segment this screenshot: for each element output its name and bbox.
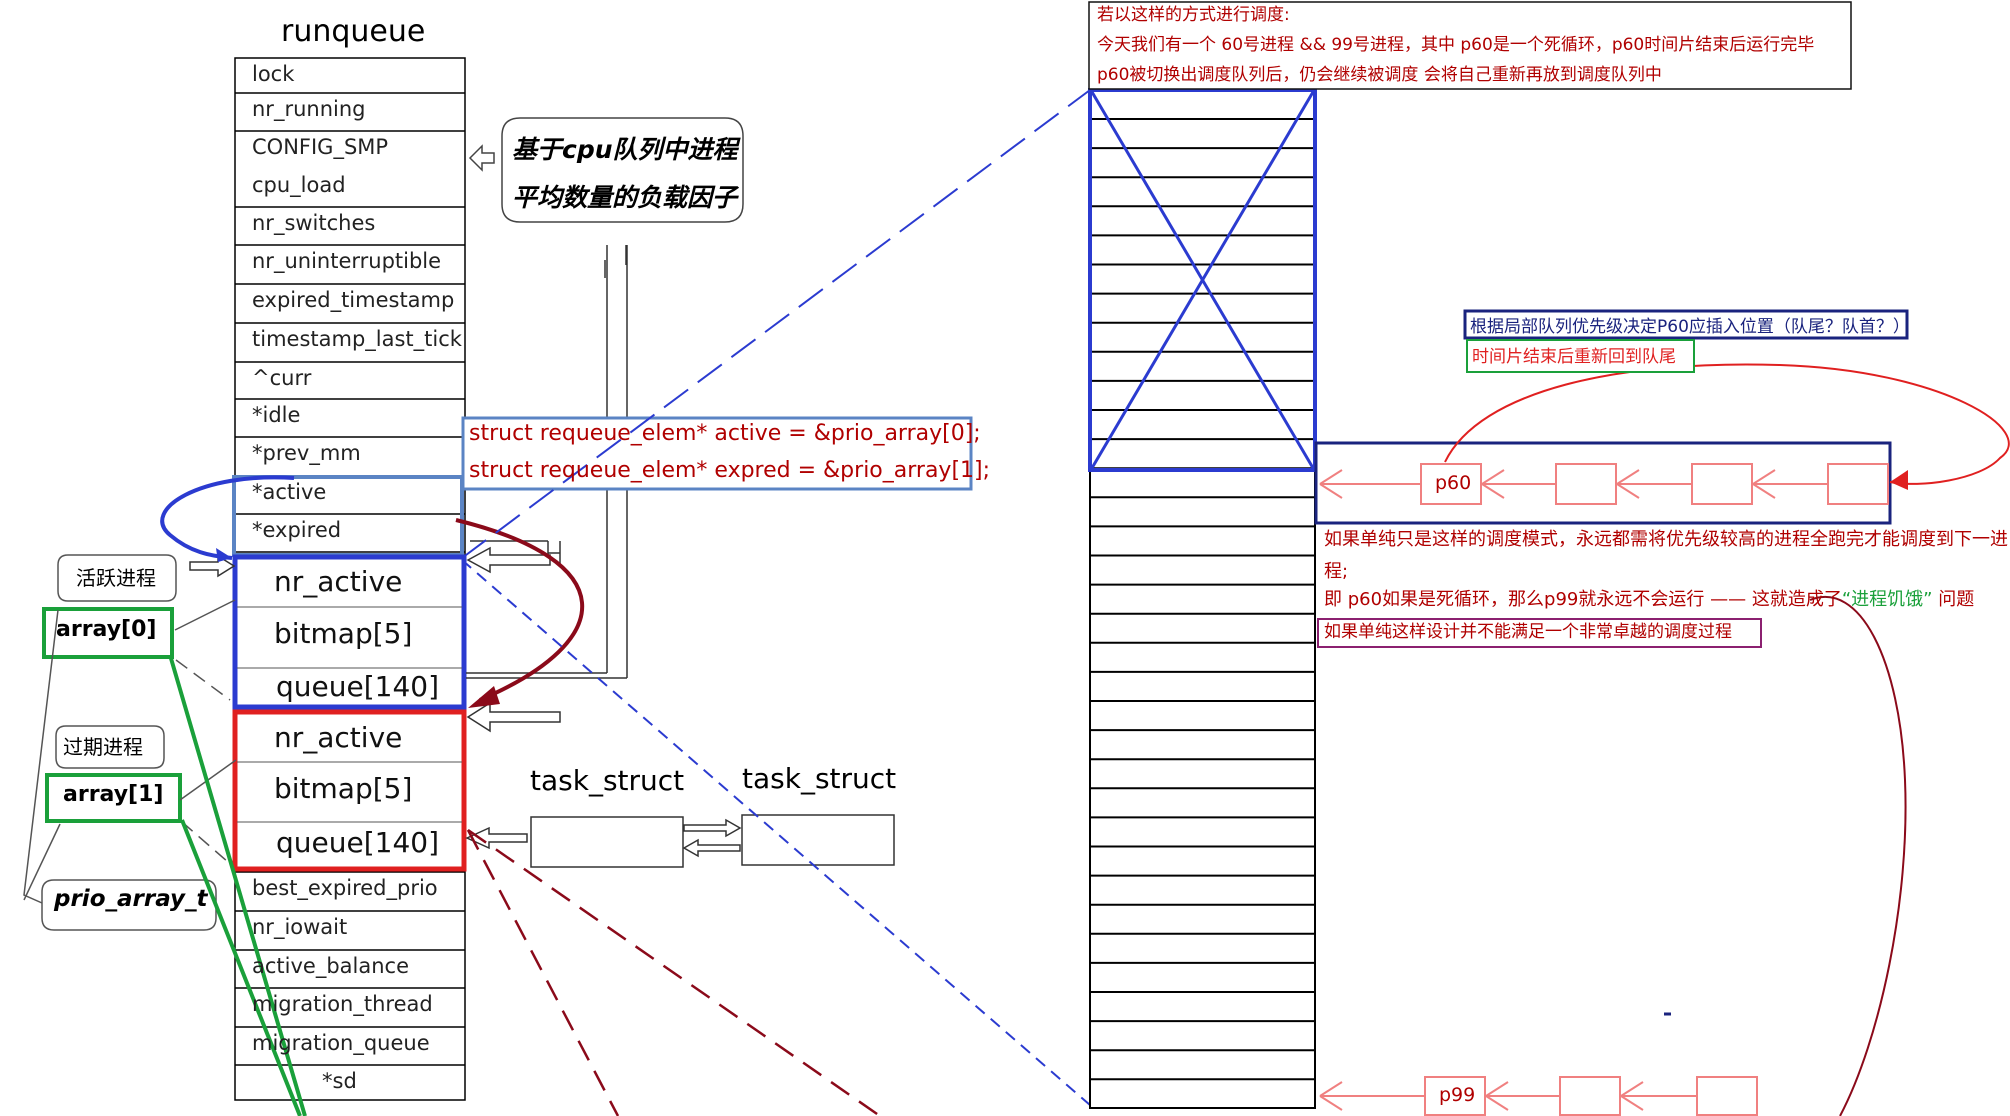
- active-array-field: queue[140]: [276, 670, 440, 703]
- insert-pos-note: 根据局部队列优先级决定P60应插入位置（队尾？队首？）: [1470, 317, 1910, 337]
- active-pointer-arrowhead: [216, 548, 232, 562]
- expired-pointer-arrow: [455, 518, 585, 702]
- hollow-arrow-active: [466, 546, 551, 574]
- requeue-arrowhead: [1890, 470, 1908, 490]
- top-note-line-2: 今天我们有一个 60号进程 && 99号进程，其中 p60是一个死循环，p60时…: [1097, 35, 1815, 55]
- blue-dashed-lines: [461, 89, 1091, 1106]
- top-note-line-1: 若以这样的方式进行调度:: [1097, 5, 1290, 25]
- p99-queue-arrows: [1319, 1081, 1696, 1111]
- active-process-label: 活跃进程: [76, 566, 156, 590]
- runqueue-field: nr_uninterruptible: [252, 249, 442, 273]
- starvation-note-1: 如果单纯只是这样的调度模式，永远都需将优先级较高的进程全跑完才能调度到下一进: [1324, 529, 2008, 550]
- task-struct-label-2: task_struct: [742, 762, 897, 795]
- runqueue-field: migration_queue: [252, 1031, 430, 1055]
- p99-node-label: p99: [1439, 1084, 1476, 1106]
- red-dashed-lines: [466, 828, 881, 1116]
- runqueue-field: *idle: [252, 403, 301, 427]
- runqueue-title: runqueue: [281, 14, 426, 49]
- active-array-field: nr_active: [274, 565, 403, 598]
- starvation-note-3: 即 p60如果是死循环，那么p99就永远不会运行 —— 这就造成了“进程饥饿” …: [1324, 584, 1974, 616]
- top-note-box: [1088, 1, 1852, 90]
- runqueue-field: timestamp_last_tick: [252, 327, 462, 351]
- code-line-2: struct requeue_elem* expred = &prio_arra…: [469, 458, 991, 483]
- active-array-field: bitmap[5]: [274, 617, 413, 650]
- expired-array-field: bitmap[5]: [274, 772, 413, 805]
- runqueue-field: expired_timestamp: [252, 288, 455, 312]
- hollow-arrow-queue: [465, 826, 528, 850]
- runqueue-field: *sd: [322, 1069, 357, 1093]
- requeue-arrow: [1444, 363, 2010, 485]
- task-struct-label-1: task_struct: [530, 764, 685, 797]
- expired-array-field: queue[140]: [276, 826, 440, 859]
- prio-array-t-callout: [41, 879, 217, 931]
- runqueue-field: migration_thread: [252, 992, 433, 1016]
- task-struct-link: [682, 818, 742, 858]
- expired-process-callout: [55, 725, 165, 769]
- not-good-box: [1317, 618, 1762, 648]
- expired-array-field: nr_active: [274, 721, 403, 754]
- high-priority-box: [1088, 88, 1317, 472]
- timeslice-end-note: 时间片结束后重新回到队尾: [1472, 347, 1676, 367]
- code-line-1: struct requeue_elem* active = &prio_arra…: [469, 421, 981, 446]
- runqueue-field: nr_switches: [252, 211, 376, 235]
- starvation-note-3c: 问题: [1938, 589, 1975, 610]
- runqueue-field: *expired: [252, 518, 342, 542]
- expired-process-label: 过期进程: [63, 735, 143, 759]
- runqueue-field: best_expired_prio: [252, 876, 438, 900]
- load-factor-line-2: 平均数量的负载因子: [512, 183, 738, 212]
- load-factor-line-1: 基于cpu队列中进程: [512, 135, 738, 164]
- runqueue-field: nr_iowait: [252, 915, 348, 939]
- runqueue-field: CONFIG_SMP: [252, 135, 389, 159]
- active-pointer-arrow: [160, 475, 295, 560]
- load-factor-callout: [501, 117, 744, 223]
- top-note-line-3: p60被切换出调度队列后，仍会继续被调度 会将自己重新再放到调度队列中: [1097, 65, 1662, 85]
- high-priority-cross: [1090, 91, 1315, 469]
- priority-queue-column: [1089, 89, 1316, 1109]
- timeslice-end-box: [1466, 339, 1695, 373]
- starvation-note-3a: 即 p60如果是死循环，那么p99就永远不会运行 —— 这就造成了: [1324, 589, 1842, 610]
- runqueue-field: lock: [252, 62, 295, 86]
- expired-prio-array: [232, 709, 467, 872]
- array1-box: [45, 773, 182, 823]
- p60-node-label: p60: [1435, 472, 1472, 494]
- task-struct-box-2: [741, 814, 895, 866]
- not-good-note: 如果单纯这样设计并不能满足一个非常卓越的调度过程: [1324, 622, 1732, 642]
- green-lines: [168, 654, 307, 1116]
- array0-box: [42, 607, 174, 659]
- expired-pointer-arrowhead: [468, 686, 500, 708]
- task-struct-box-1: [530, 816, 684, 868]
- runqueue-field: ^curr: [252, 366, 312, 390]
- insert-pos-box: [1463, 309, 1909, 340]
- starvation-loop: [1809, 595, 1907, 1116]
- runqueue-field: nr_running: [252, 97, 366, 121]
- runqueue-field: cpu_load: [252, 173, 346, 197]
- array0-label: array[0]: [56, 617, 157, 642]
- hollow-arrow-expired: [466, 701, 561, 733]
- left-hollow-arrow: [468, 144, 495, 172]
- active-process-callout: [57, 554, 177, 602]
- runqueue-field: *active: [252, 480, 327, 504]
- array1-label: array[1]: [63, 782, 164, 807]
- left-dashed-lines: [23, 599, 237, 904]
- runqueue-field: active_balance: [252, 954, 410, 978]
- starvation-keyword: “进程饥饿”: [1841, 589, 1933, 610]
- active-prio-array: [232, 554, 467, 710]
- p99-queue-nodes: [1424, 1076, 1758, 1116]
- prio-array-t-label: prio_array_t: [54, 886, 208, 912]
- runqueue-field: *prev_mm: [252, 441, 361, 465]
- code-box: [461, 416, 973, 491]
- priority-queue-outline: [1089, 89, 1316, 1109]
- starvation-note-2: 程;: [1324, 561, 1349, 582]
- p60-queue-nodes: [1420, 463, 1889, 505]
- p60-queue-arrows: [1319, 469, 1827, 499]
